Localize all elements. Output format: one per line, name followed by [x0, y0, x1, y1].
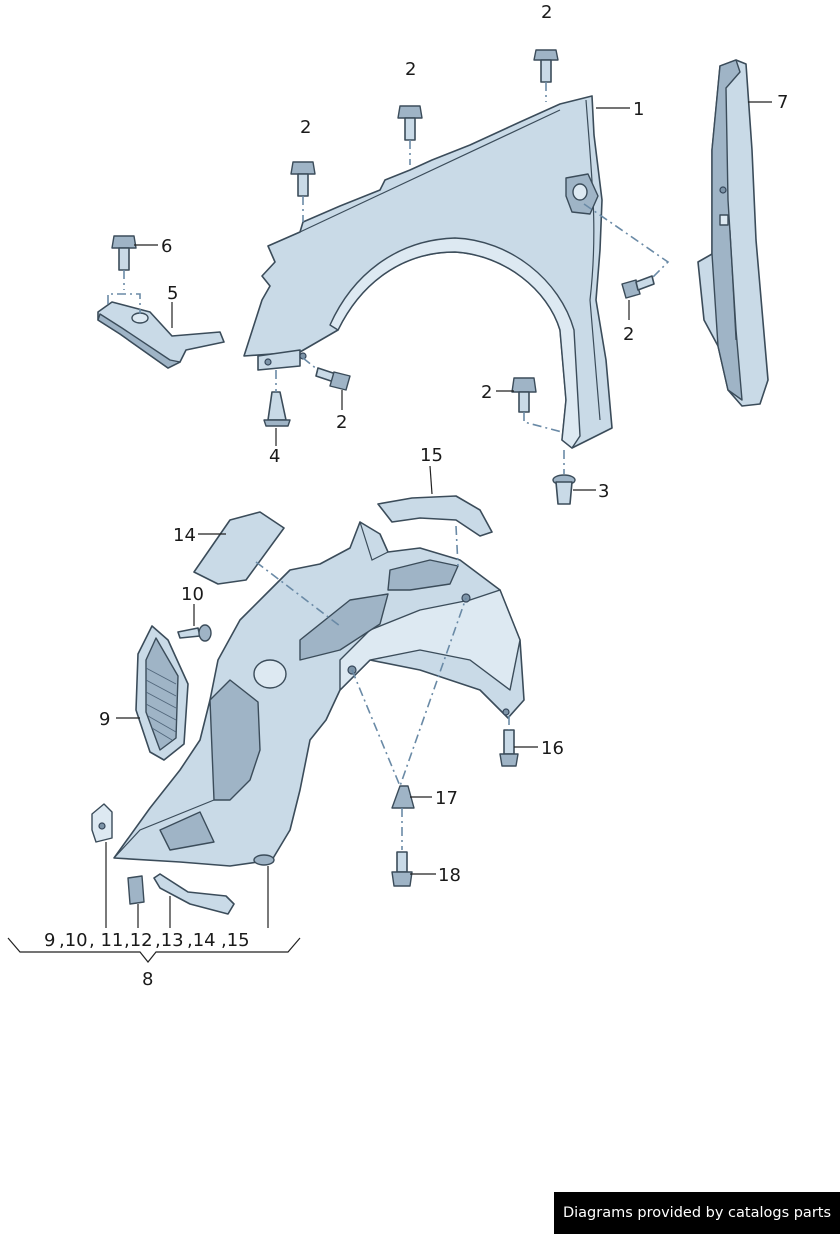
- group-10: ,10: [59, 930, 88, 951]
- group-9: 9: [44, 930, 55, 951]
- credit-text: Diagrams provided by catalogs parts: [562, 1205, 832, 1221]
- label-4: 4: [269, 446, 280, 467]
- bolt-2-top-middle: [397, 105, 423, 165]
- label-10: 10: [181, 584, 204, 605]
- plug-12: [127, 875, 145, 905]
- group-14: ,14: [187, 930, 216, 951]
- group-15: ,15: [221, 930, 250, 951]
- bolt-2-lower-left: [302, 357, 351, 391]
- label-15: 15: [420, 445, 443, 466]
- pad-15: [377, 495, 493, 567]
- pad-14: [193, 511, 341, 627]
- label-17: 17: [435, 788, 458, 809]
- bracket-5: [97, 293, 225, 369]
- label-14: 14: [173, 525, 196, 546]
- label-2-f: 2: [481, 382, 492, 403]
- label-5: 5: [167, 283, 178, 304]
- nut-3: [552, 450, 576, 505]
- label-2-b: 2: [405, 59, 416, 80]
- clip-17: [351, 597, 467, 850]
- label-1: 1: [633, 99, 644, 120]
- leader-lines: [7, 101, 772, 963]
- label-18: 18: [438, 865, 461, 886]
- label-2-d: 2: [623, 324, 634, 345]
- screw-18: [391, 851, 413, 887]
- label-6: 6: [161, 236, 172, 257]
- clip-11: [91, 803, 113, 843]
- group-11: , 11: [89, 930, 123, 951]
- credit-banner: Diagrams provided by catalogs parts: [554, 1192, 840, 1234]
- label-2-c: 2: [300, 117, 311, 138]
- label-2-a: 2: [541, 2, 552, 23]
- label-16: 16: [541, 738, 564, 759]
- group-13: ,13: [155, 930, 184, 951]
- fender-panel: [243, 95, 613, 449]
- strip-13: [153, 873, 235, 915]
- trim-7: [697, 59, 769, 407]
- label-8: 8: [142, 969, 153, 990]
- mesh-grille-9: [135, 625, 189, 761]
- group-label-row: 9 ,10 , 11 ,12 ,13 ,14 ,15: [44, 930, 250, 951]
- bolt-2-top-left: [290, 161, 316, 222]
- bolt-2-top-right: [533, 49, 559, 102]
- label-7: 7: [777, 92, 788, 113]
- clip-4: [263, 370, 291, 427]
- bolt-6: [111, 235, 137, 290]
- bolt-2-lower-right: [511, 377, 563, 433]
- label-3: 3: [598, 481, 609, 502]
- bolt-2-right: [583, 203, 670, 299]
- group-12: ,12: [124, 930, 153, 951]
- screw-10: [177, 624, 212, 642]
- wheel-arch-liner-8: [113, 521, 525, 867]
- label-9: 9: [99, 709, 110, 730]
- screw-16: [499, 716, 519, 767]
- label-2-e: 2: [336, 412, 347, 433]
